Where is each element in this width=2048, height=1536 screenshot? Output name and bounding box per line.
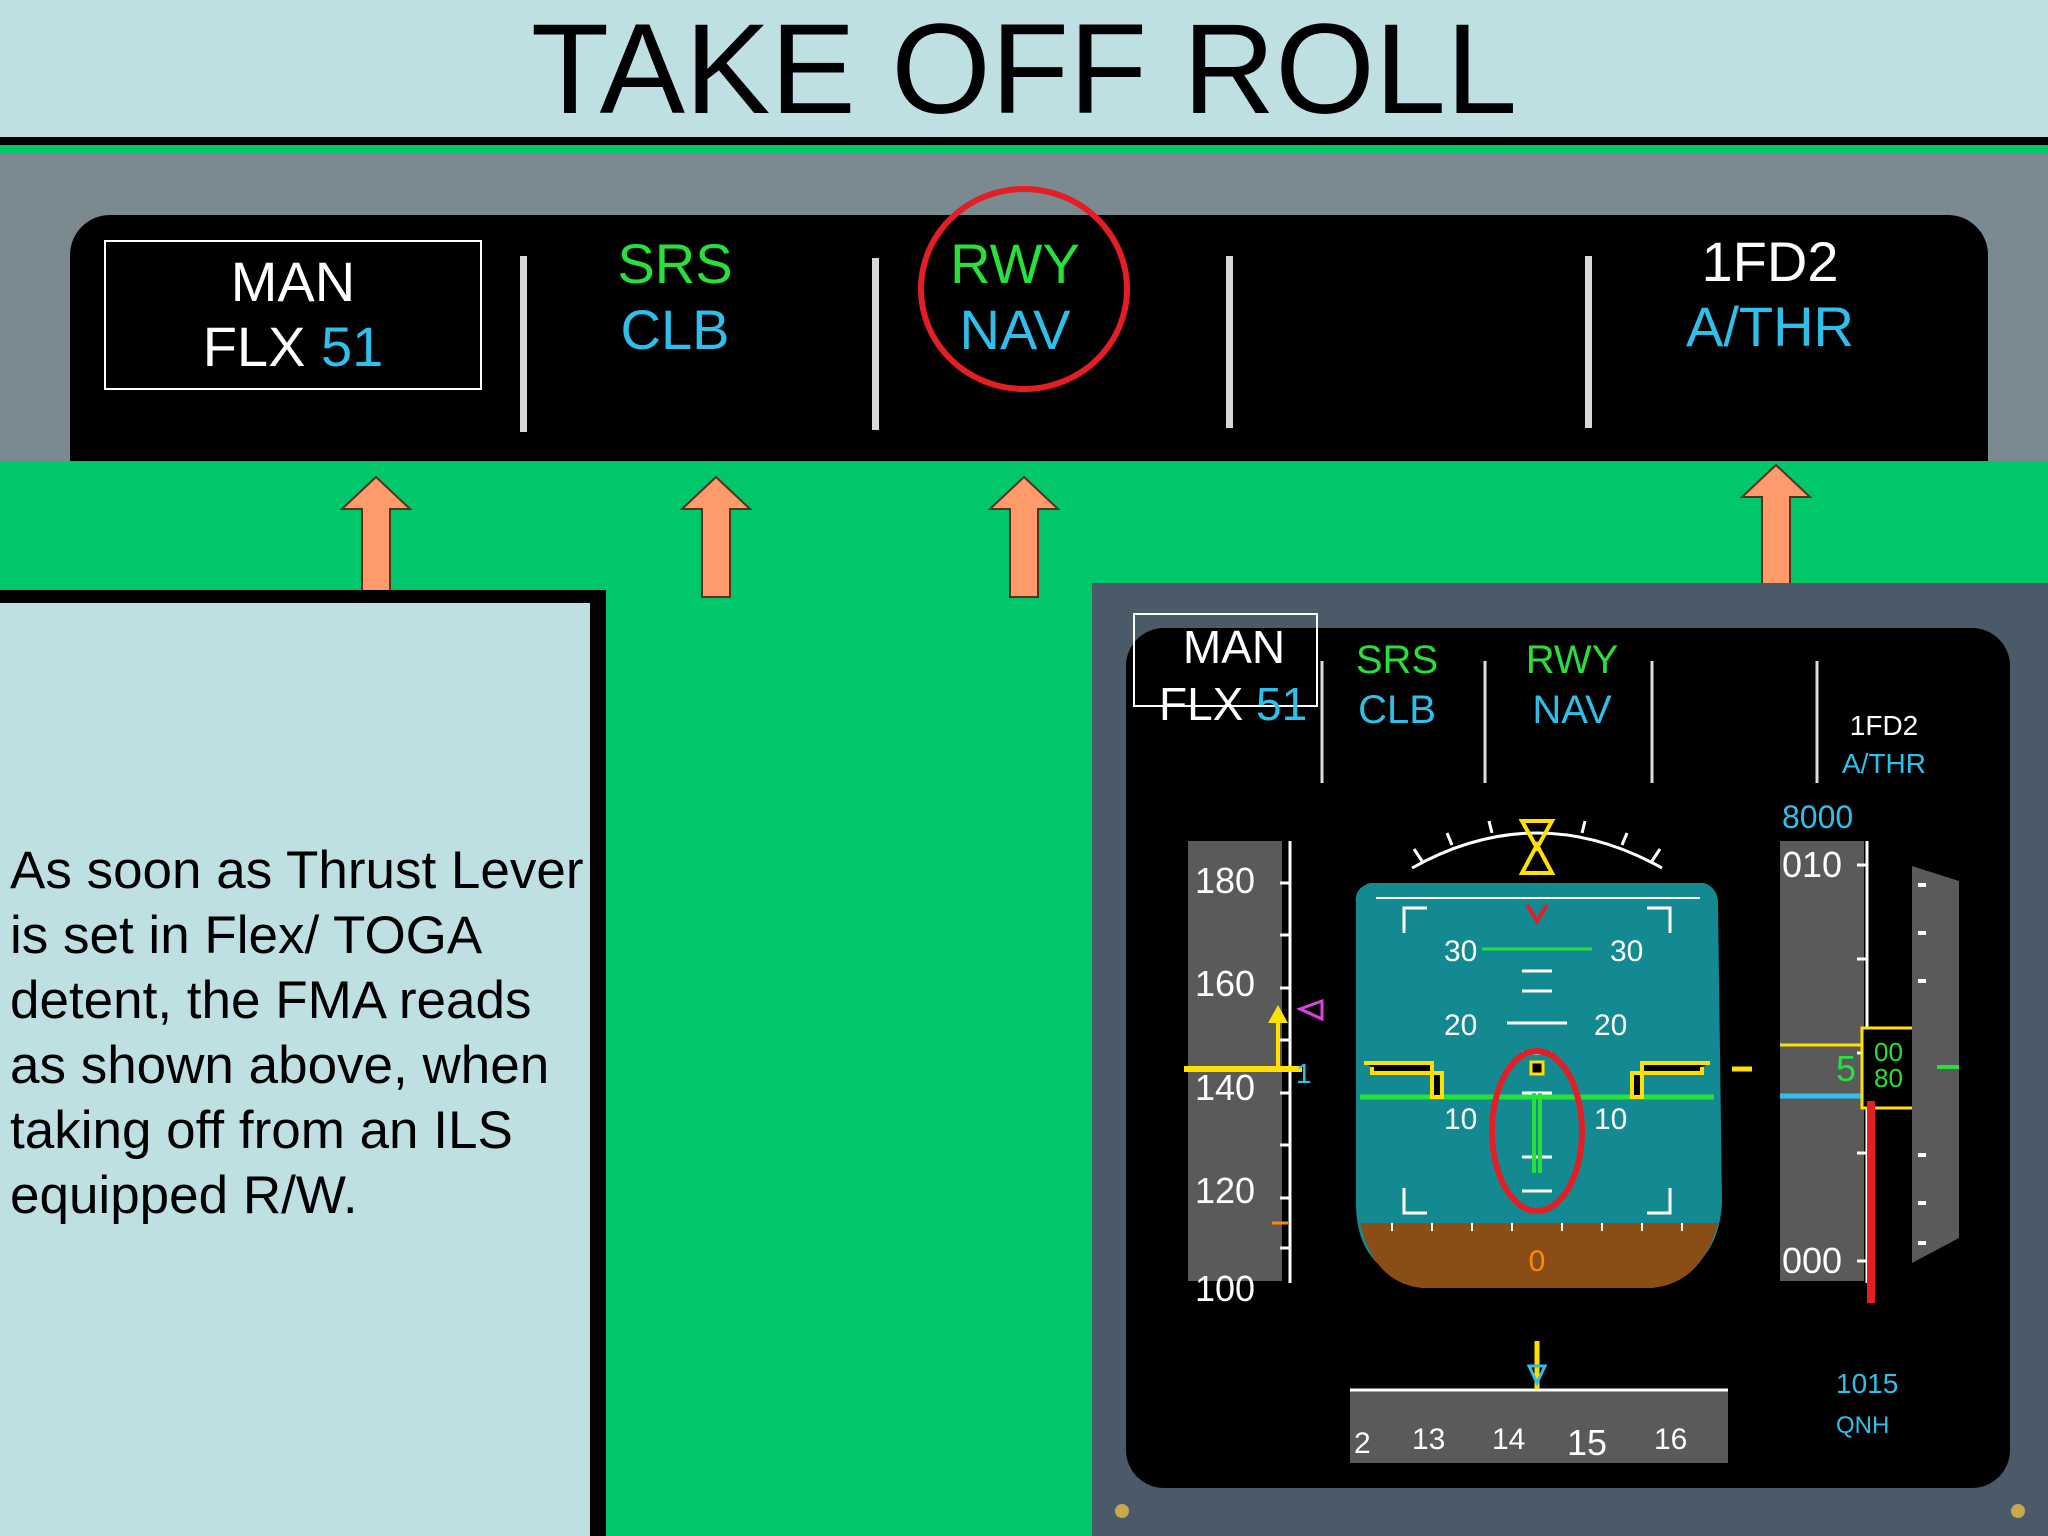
pfd-fma-vertical-active: SRS [1356,638,1438,682]
pitch-label: 20 [1444,1009,1477,1042]
pitch-label: 30 [1610,935,1643,968]
v1-marker-icon [1296,998,1324,1022]
highlight-circle [918,186,1130,392]
pfd-fma-lateral-active: RWY [1526,638,1619,682]
thrust-mode-box [104,240,482,390]
vertical-speed-scale [1912,866,1959,1263]
heading-tick-label: 15 [1567,1422,1607,1463]
pfd-fma-flex-label: FLX [1159,678,1243,730]
pitch-label: 10 [1444,1103,1477,1136]
description-box [0,603,590,1536]
attitude-brackets [1402,906,1672,1215]
speed-trend-value: 1 [1296,1058,1312,1089]
up-arrow-icon [340,475,412,598]
pfd-fma-thrust: MAN [1183,621,1285,673]
speed-tick-label: 180 [1195,860,1255,901]
pfd-fma-fd: 1FD2 [1850,710,1918,741]
altitude-current: 5 [1836,1048,1856,1089]
fma-flex-label: FLX [202,315,321,378]
aircraft-symbol-right [1630,1061,1710,1099]
title-separator [0,145,2048,153]
fma-fd-status: 1FD2 [1701,230,1839,293]
aircraft-center-icon [1529,1060,1545,1076]
fma-divider-4 [1585,256,1592,428]
fma-divider-3 [1226,256,1233,428]
speed-tick-label: 140 [1195,1067,1255,1108]
pfd-fma-vertical-armed: CLB [1358,688,1436,732]
attitude-ground [1360,1223,1718,1288]
bank-pointer-icon [1518,819,1556,853]
heading-tick-label: 13 [1412,1423,1445,1456]
primary-flight-display: MAN FLX 51 SRS CLB RWY NAV 1FD2 A/THR 18… [1115,613,2025,1518]
fma-thrust-mode: MAN [230,250,356,313]
fma-vertical-active: SRS [617,232,733,295]
pfd-fma-lateral-armed: NAV [1532,688,1612,732]
heading-tape [1350,1390,1728,1463]
altitude-target: 8000 [1782,799,1853,835]
attitude-sky [1355,883,1722,1283]
fma-vertical-armed: CLB [620,298,730,361]
fma-flex-value: 51 [320,315,384,378]
bank-scale [1411,831,1663,870]
title-bar [0,0,2048,145]
pfd-thrust-box [1133,613,1318,707]
up-arrow-icon [680,475,752,598]
pfd-fma-athr: A/THR [1842,748,1926,779]
page-title: TAKE OFF ROLL [530,0,1518,141]
altitude-drum [1860,1026,1922,1110]
altitude-drum-lower: 80 [1874,1063,1903,1093]
pitch-label: 10 [1594,1103,1627,1136]
description-text: As soon as Thrust Lever is set in Flex/ … [10,841,584,1225]
baro-label: QNH [1836,1412,1889,1439]
pitch-label: 20 [1594,1009,1627,1042]
screw-icon [1115,1504,1129,1518]
fma-athr-status: A/THR [1686,295,1854,358]
fma-divider-1 [520,256,527,432]
heading-reference: 0 [1529,1245,1546,1278]
speed-tape [1188,841,1282,1281]
fma-flex-temp: FLX 51 [104,315,482,379]
highlight-circle [1489,1048,1585,1214]
heading-tick-label: 16 [1654,1423,1687,1456]
altitude-tape [1780,841,1864,1281]
speed-tick-label: 120 [1195,1170,1255,1211]
speed-tick-label: 160 [1195,963,1255,1004]
up-arrow-icon [988,475,1060,598]
pitch-label: 30 [1444,935,1477,968]
altitude-tick-label: 010 [1782,844,1842,885]
altitude-tick-label: 000 [1782,1240,1842,1281]
fma-divider-2 [872,258,879,430]
up-arrow-icon [1740,463,1812,586]
heading-tick-label: 2 [1354,1427,1371,1460]
pfd-fma-flex-value: 51 [1256,678,1307,730]
heading-tick-label: 14 [1492,1423,1525,1456]
altitude-drum-upper: 00 [1874,1037,1903,1067]
aircraft-symbol-left [1364,1061,1444,1099]
baro-value: 1015 [1836,1368,1898,1399]
flight-path-marker-icon [1525,903,1549,925]
speed-tick-label: 100 [1195,1268,1255,1309]
screw-icon [2011,1504,2025,1518]
